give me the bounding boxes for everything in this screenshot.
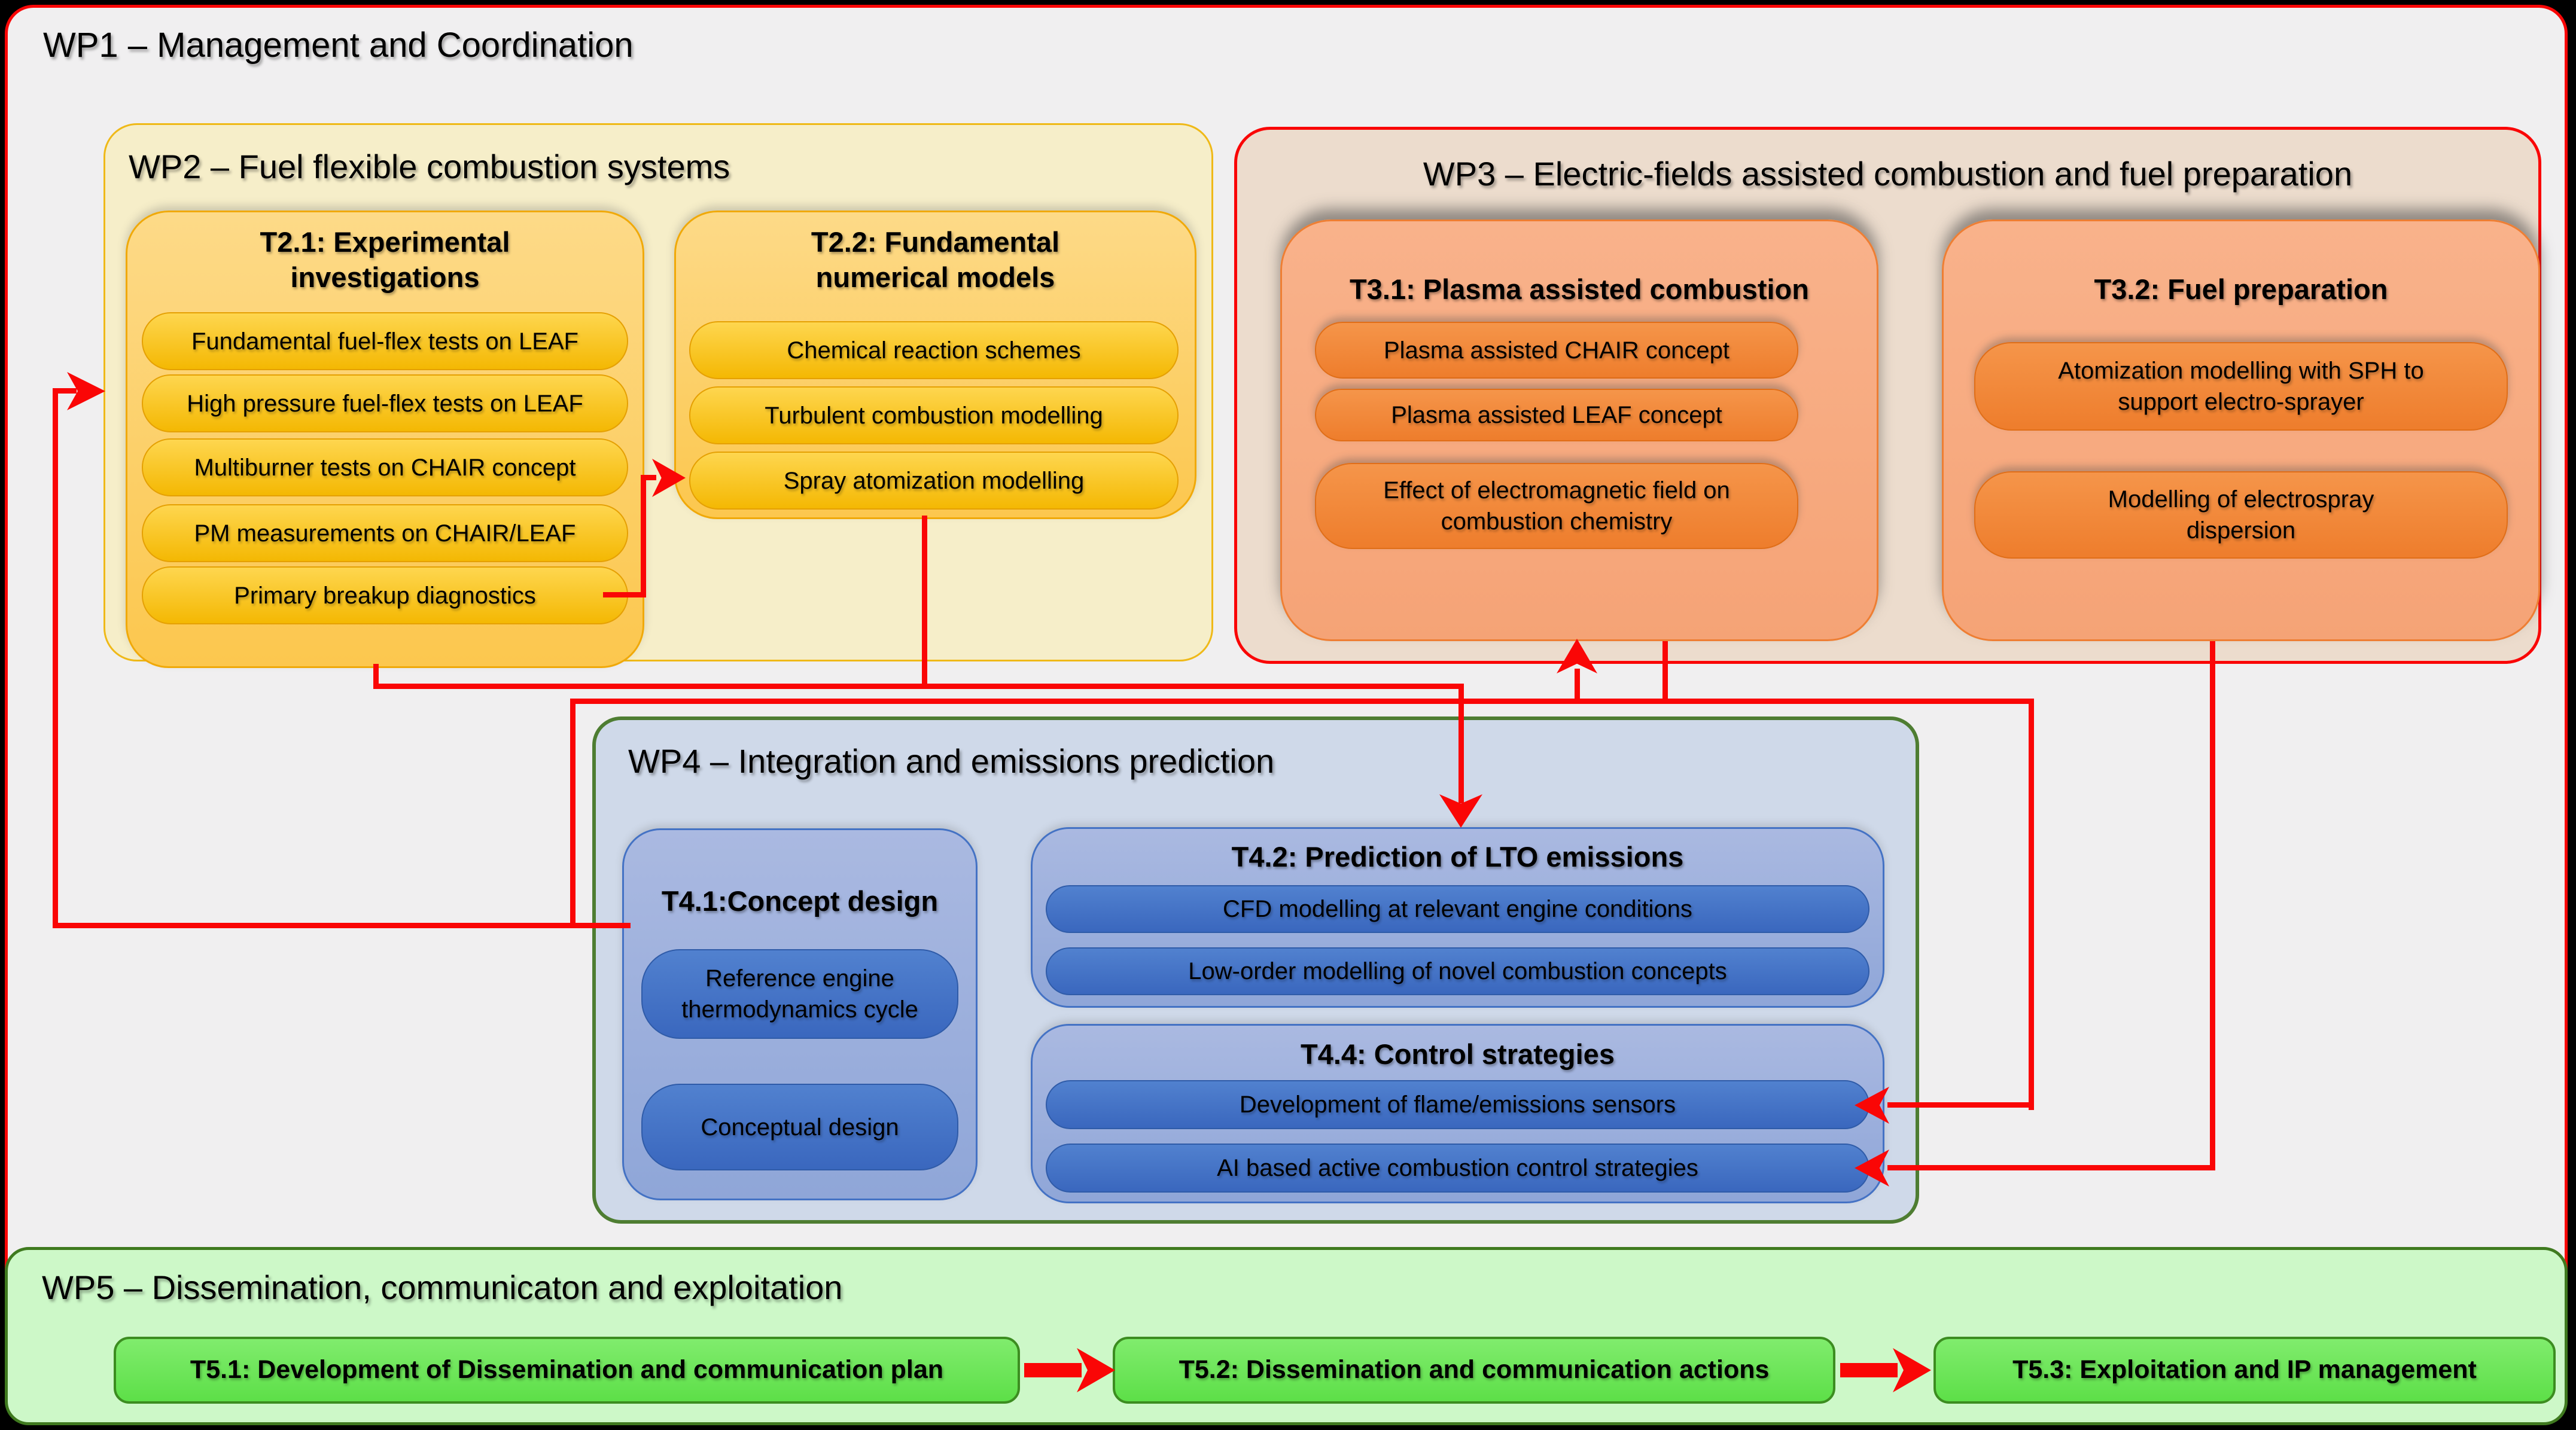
- connector-t21-drop: [373, 664, 379, 689]
- pill-t42-item1: CFD modelling at relevant engine conditi…: [1046, 885, 1869, 933]
- pill-t22-item1: Chemical reaction schemes: [689, 321, 1179, 379]
- pill-t22-item3: Spray atomization modelling: [689, 452, 1179, 510]
- connector-t21-to-t22-horizontal: [603, 592, 646, 597]
- connector-loop-vertical-left: [53, 388, 58, 928]
- task-title-t21: T2.1: Experimental investigations: [260, 226, 510, 293]
- pill-t22-item2: Turbulent combustion modelling: [689, 386, 1179, 444]
- wp5-title: WP5 – Dissemination, communicaton and ex…: [42, 1269, 843, 1306]
- connector-t21-to-t22-stub: [643, 475, 656, 480]
- pill-t44-item1: Development of flame/emissions sensors: [1046, 1080, 1869, 1129]
- task-title-t31: T3.1: Plasma assisted combustion: [1350, 273, 1809, 305]
- connector-upper-bus: [373, 684, 1464, 689]
- connector-loop-stub-top: [55, 388, 77, 394]
- connector-into-t31-vertical: [1575, 669, 1580, 704]
- connector-to-sensors-horizontal: [1887, 1102, 2034, 1108]
- connector-loop-vertical-mid: [570, 699, 576, 928]
- connector-t22-drop: [922, 516, 927, 689]
- wp2-title: WP2 – Fuel flexible combustion systems: [129, 148, 730, 185]
- connector-t21-to-t22-vertical: [641, 475, 646, 597]
- pill-t41-item1: Reference engine thermodynamics cycle: [641, 949, 958, 1039]
- pill-t44-item2: AI based active combustion control strat…: [1046, 1144, 1869, 1193]
- task-title-t22: T2.2: Fundamental numerical models: [811, 226, 1060, 293]
- connector-loop-horizontal-bottom: [53, 923, 631, 928]
- pill-t21-item1: Fundamental fuel-flex tests on LEAF: [142, 312, 628, 370]
- connector-t31-drop: [1662, 641, 1668, 704]
- wp3-title: WP3 – Electric-fields assisted combustio…: [1423, 155, 2353, 193]
- pill-t31-item2: Plasma assisted LEAF concept: [1315, 389, 1798, 441]
- pill-t21-item5: Primary breakup diagnostics: [142, 566, 628, 624]
- connector-to-sensors-vertical: [2029, 699, 2034, 1110]
- task-title-t42: T4.2: Prediction of LTO emissions: [1231, 841, 1684, 873]
- connector-t51-t52: [1024, 1363, 1082, 1377]
- pill-t41-item2: Conceptual design: [641, 1084, 958, 1170]
- pill-t32-item1: Atomization modelling with SPH to suppor…: [1974, 342, 2508, 431]
- task-title-t44: T4.4: Control strategies: [1301, 1038, 1615, 1070]
- wp4-title: WP4 – Integration and emissions predicti…: [628, 742, 1275, 780]
- pill-t21-item4: PM measurements on CHAIR/LEAF: [142, 504, 628, 562]
- connector-t32-to-ai-horizontal: [1887, 1165, 2215, 1170]
- pill-t42-item2: Low-order modelling of novel combustion …: [1046, 947, 1869, 995]
- connector-lower-bus: [570, 699, 2034, 704]
- task-title-t41: T4.1:Concept design: [661, 885, 939, 917]
- connector-into-t42-vertical: [1458, 684, 1464, 803]
- connector-t52-t53: [1840, 1363, 1898, 1377]
- pill-t31-item3: Effect of electromagnetic field on combu…: [1315, 463, 1798, 549]
- pill-t53: T5.3: Exploitation and IP management: [1933, 1337, 2556, 1404]
- pill-t51: T5.1: Development of Dissemination and c…: [114, 1337, 1020, 1404]
- pill-t31-item1: Plasma assisted CHAIR concept: [1315, 322, 1798, 379]
- pill-t21-item2: High pressure fuel-flex tests on LEAF: [142, 374, 628, 432]
- connector-t32-to-ai-vertical: [2210, 641, 2215, 1170]
- pill-t32-item2: Modelling of electrospray dispersion: [1974, 471, 2508, 559]
- pill-t21-item3: Multiburner tests on CHAIR concept: [142, 438, 628, 496]
- wp1-title: WP1 – Management and Coordination: [43, 26, 634, 65]
- task-title-t32: T3.2: Fuel preparation: [2094, 273, 2388, 305]
- pill-t52: T5.2: Dissemination and communication ac…: [1113, 1337, 1835, 1404]
